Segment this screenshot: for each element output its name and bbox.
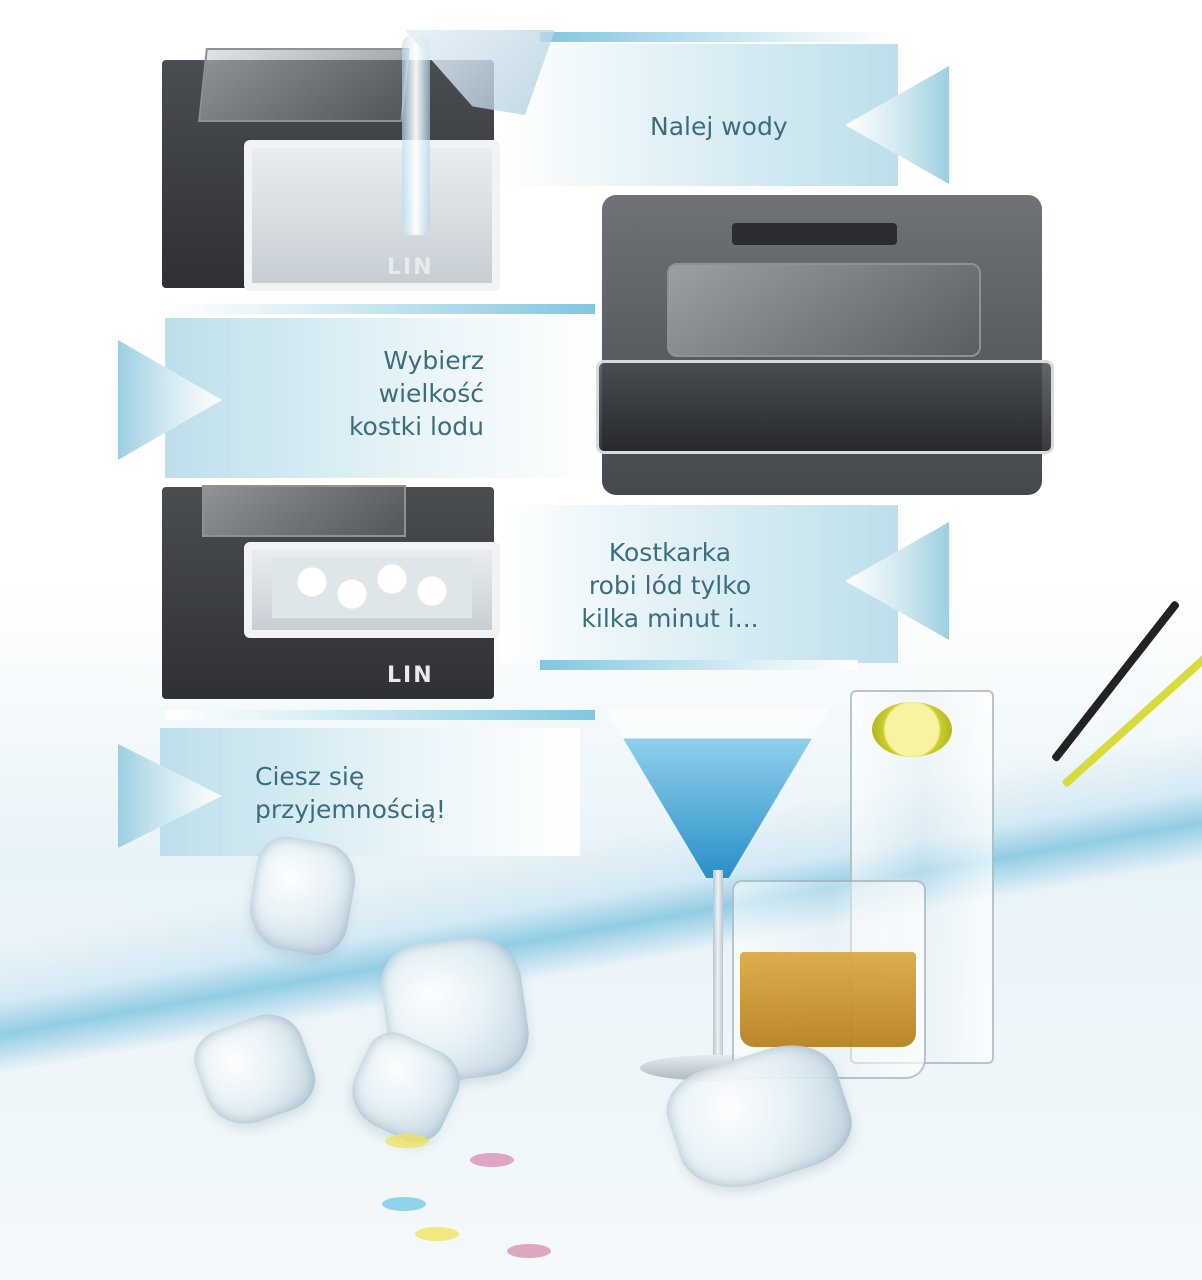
caption-step-3-line-1: Kostkarka bbox=[608, 538, 732, 567]
ice-maker-with-ice: LIN bbox=[162, 485, 500, 699]
whisky bbox=[740, 952, 916, 1047]
caption-step-2-line-1: Wybierz bbox=[383, 346, 484, 375]
color-dot-pink-2 bbox=[507, 1244, 551, 1258]
banner-2 bbox=[165, 318, 605, 478]
open-lid bbox=[198, 48, 410, 122]
ice-basket-full bbox=[244, 542, 500, 638]
caption-step-2-line-2: wielkość bbox=[378, 379, 484, 408]
whisky-glass bbox=[732, 880, 926, 1079]
open-lid-2 bbox=[202, 485, 406, 537]
brand-logo-top: LIN bbox=[387, 255, 434, 280]
ice-maker-open-water: LIN bbox=[162, 35, 500, 291]
color-dot-pink-1 bbox=[470, 1153, 514, 1167]
banner-3-line bbox=[540, 660, 858, 670]
ice-pile bbox=[272, 558, 472, 618]
banner-1 bbox=[500, 44, 898, 186]
caption-step-1-text: Nalej wody bbox=[650, 112, 788, 141]
color-dot-yellow-1 bbox=[385, 1134, 429, 1148]
caption-step-4-line-1: Ciesz się bbox=[255, 762, 365, 791]
water-stream bbox=[402, 35, 430, 235]
transparent-front bbox=[596, 360, 1054, 454]
caption-step-4-line-2: przyjemnością! bbox=[255, 795, 446, 824]
color-dot-yellow-2 bbox=[415, 1227, 459, 1241]
top-window bbox=[667, 263, 981, 357]
color-dot-cyan bbox=[382, 1197, 426, 1211]
ice-maker-closed bbox=[596, 195, 1054, 495]
caption-step-4: Ciesz się przyjemnością! bbox=[255, 760, 446, 826]
caption-step-3: Kostkarka robi lód tylko kilka minut i..… bbox=[545, 536, 795, 635]
banner-3 bbox=[500, 505, 898, 663]
banner-2-line bbox=[165, 304, 595, 314]
caption-step-3-line-2: robi lód tylko bbox=[588, 571, 752, 600]
caption-step-2-line-3: kostki lodu bbox=[348, 412, 484, 441]
brand-logo-bottom: LIN bbox=[387, 663, 434, 688]
lemon-slice bbox=[872, 702, 952, 757]
caption-step-1: Nalej wody bbox=[650, 110, 788, 143]
banner-4 bbox=[160, 728, 580, 856]
martini-stem bbox=[713, 870, 723, 1060]
caption-step-3-line-3: kilka minut i... bbox=[581, 604, 759, 633]
ice-basket bbox=[244, 140, 500, 291]
banner-1-line bbox=[540, 32, 898, 42]
banner-4-line bbox=[165, 710, 595, 720]
control-panel bbox=[732, 223, 897, 245]
caption-step-2: Wybierz wielkość kostki lodu bbox=[300, 344, 484, 443]
